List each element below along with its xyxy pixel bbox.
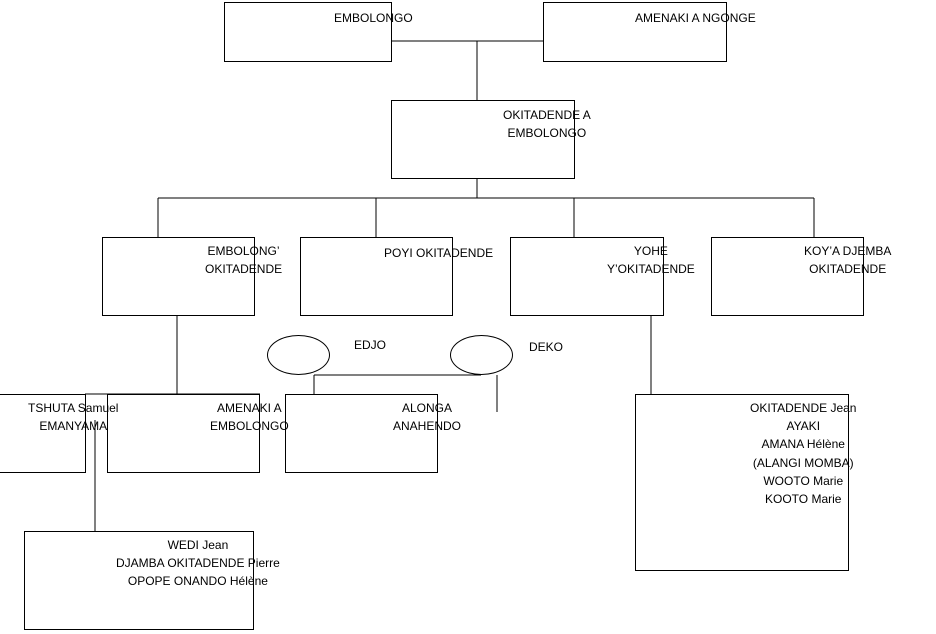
okitadende-list-item-4: (ALANGI MOMBA)	[752, 455, 854, 470]
amenaki-line2: EMBOLONGO	[210, 419, 289, 433]
grandchild-label-2: POYI OKITADENDE	[384, 244, 493, 262]
okitadende-list: OKITADENDE Jean AYAKI AMANA Hélène (ALAN…	[750, 399, 856, 508]
child-line1: OKITADENDE A	[503, 108, 591, 122]
alonga-box	[285, 394, 438, 473]
alonga-line2: ANAHENDO	[393, 419, 462, 433]
child-box	[391, 100, 575, 179]
alonga-line1: ALONGA	[402, 401, 453, 415]
okitadende-list-item-6: KOOTO Marie	[765, 492, 842, 507]
grandchild-label-4: KOY’A DJEMBA OKITADENDE	[804, 242, 891, 278]
grandchild-label-1: EMBOLONG’ OKITADENDE	[205, 242, 282, 278]
grandchild-4-line2: OKITADENDE	[809, 262, 887, 276]
tshuta-box	[0, 394, 86, 473]
grandchild-box-1	[102, 237, 255, 316]
grandchild-box-2	[300, 237, 453, 316]
grandchild-box-4	[711, 237, 864, 316]
okitadende-list-box	[635, 394, 849, 571]
grandchild-2-line1: POYI OKITADENDE	[384, 246, 494, 260]
okitadende-list-item-3: AMANA Hélène	[761, 437, 845, 452]
grandchild-1-line1: EMBOLONG’	[207, 244, 280, 258]
child-label: OKITADENDE A EMBOLONGO	[503, 106, 591, 142]
root-mother-label: AMENAKI A NGONGE	[635, 11, 756, 25]
amenaki-line1: AMENAKI A	[217, 401, 282, 415]
child-line2: EMBOLONGO	[507, 126, 587, 140]
grandchild-1-line2: OKITADENDE	[205, 262, 283, 276]
grandchild-box-3	[510, 237, 664, 316]
grandchild-3-line1: YOHE	[633, 244, 668, 258]
grandchild-3-line2: Y’OKITADENDE	[607, 262, 695, 276]
alonga-label: ALONGA ANAHENDO	[393, 399, 461, 435]
amenaki-box	[107, 394, 260, 473]
spouse-deko-ellipse	[450, 335, 513, 375]
okitadende-list-item-1: OKITADENDE Jean	[750, 401, 857, 415]
wedi-list-box	[24, 531, 254, 630]
root-father-label: EMBOLONGO	[334, 11, 413, 25]
okitadende-list-item-5: WOOTO Marie	[763, 473, 844, 488]
tshuta-label: TSHUTA Samuel EMANYAMA	[28, 399, 118, 435]
okitadende-list-item-2: AYAKI	[786, 419, 821, 434]
root-father-box	[224, 2, 392, 62]
grandchild-label-3: YOHE Y’OKITADENDE	[607, 242, 695, 278]
tshuta-line1: TSHUTA Samuel	[28, 401, 119, 415]
spouse-edjo-label: EDJO	[354, 338, 387, 352]
root-mother-box	[543, 2, 727, 62]
wedi-list-item-3: OPOPE ONANDO Hélène	[127, 574, 268, 588]
grandchild-4-line1: KOY’A DJEMBA	[804, 244, 892, 258]
wedi-list: WEDI Jean DJAMBA OKITADENDE Pierre OPOPE…	[116, 536, 280, 590]
wedi-list-item-1: WEDI Jean	[167, 538, 229, 552]
amenaki-label: AMENAKI A EMBOLONGO	[210, 399, 289, 435]
spouse-edjo-ellipse	[267, 335, 330, 375]
tshuta-line2: EMANYAMA	[39, 419, 108, 433]
spouse-deko-label: DEKO	[529, 340, 564, 354]
wedi-list-item-2: DJAMBA OKITADENDE Pierre	[116, 556, 280, 570]
